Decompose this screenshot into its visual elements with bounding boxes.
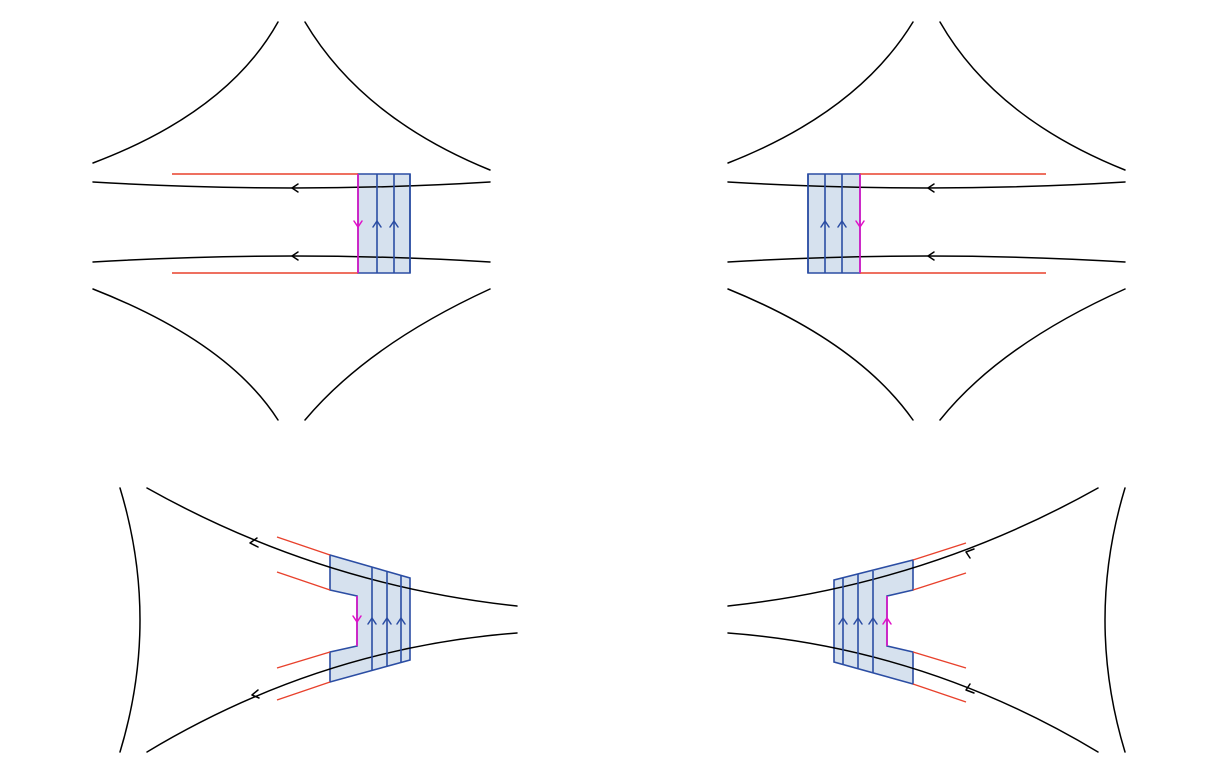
boundary-curve-right xyxy=(1104,487,1126,753)
special-arrow xyxy=(352,615,362,623)
guide-line-inner-upper xyxy=(276,571,331,591)
band-arrow-2 xyxy=(389,220,399,228)
band-arrow-1 xyxy=(372,220,382,228)
guide-line-outer-upper xyxy=(276,536,331,556)
panel-bottom-left xyxy=(119,487,518,753)
boundary-curve-left xyxy=(119,487,141,753)
panel-top-left xyxy=(92,21,491,421)
boundary-curve-bottom-right xyxy=(304,288,491,421)
boundary-curve-top-right xyxy=(304,21,491,171)
band-arrow-3 xyxy=(868,617,878,625)
special-arrow xyxy=(353,220,363,228)
special-arrow xyxy=(855,220,865,228)
special-arrow xyxy=(882,617,892,625)
band-arrow-1 xyxy=(367,617,377,625)
boundary-curve-bottom-right xyxy=(939,288,1126,421)
guide-line-inner-lower xyxy=(276,651,331,669)
orbit-curve-lower xyxy=(146,632,518,753)
orbit-curve-lower xyxy=(727,255,1126,263)
orbit-curve-upper xyxy=(727,181,1126,189)
panel-bottom-right xyxy=(727,487,1126,753)
orbit-arrow-upper xyxy=(965,548,975,559)
band-arrow-1 xyxy=(838,617,848,625)
band-arrow-2 xyxy=(382,617,392,625)
band-arrow-2 xyxy=(837,220,847,228)
boundary-curve-top-right xyxy=(939,21,1126,171)
boundary-curve-bottom-left xyxy=(92,288,279,421)
guide-line-outer-lower xyxy=(276,681,331,701)
panel-top-right xyxy=(727,21,1126,421)
orbit-curve-upper xyxy=(727,487,1099,607)
orbit-arrow-lower xyxy=(291,251,299,261)
band-arrow-2 xyxy=(853,617,863,625)
orbit-curve-lower xyxy=(727,632,1099,753)
orbit-arrow-lower xyxy=(251,689,260,699)
band-arrow-3 xyxy=(396,617,406,625)
orbit-arrow-upper xyxy=(249,537,259,548)
band-arrow-1 xyxy=(820,220,830,228)
orbit-arrow-lower xyxy=(927,251,935,261)
orbit-curve-lower xyxy=(92,255,491,263)
orbit-curve-upper xyxy=(146,487,518,607)
guide-line-inner-lower xyxy=(912,651,967,669)
orbit-arrow-upper xyxy=(291,183,299,193)
guide-line-inner-upper xyxy=(912,572,967,591)
boundary-curve-top-left xyxy=(727,21,914,164)
guide-line-outer-upper xyxy=(912,542,967,561)
orbit-arrow-upper xyxy=(927,183,935,193)
orbit-curve-upper xyxy=(92,181,491,189)
boundary-curve-bottom-left xyxy=(727,288,914,421)
guide-line-outer-lower xyxy=(912,683,967,703)
shaded-band xyxy=(329,553,411,684)
boundary-curve-top-left xyxy=(92,21,279,164)
orbit-arrow-lower xyxy=(965,683,975,694)
